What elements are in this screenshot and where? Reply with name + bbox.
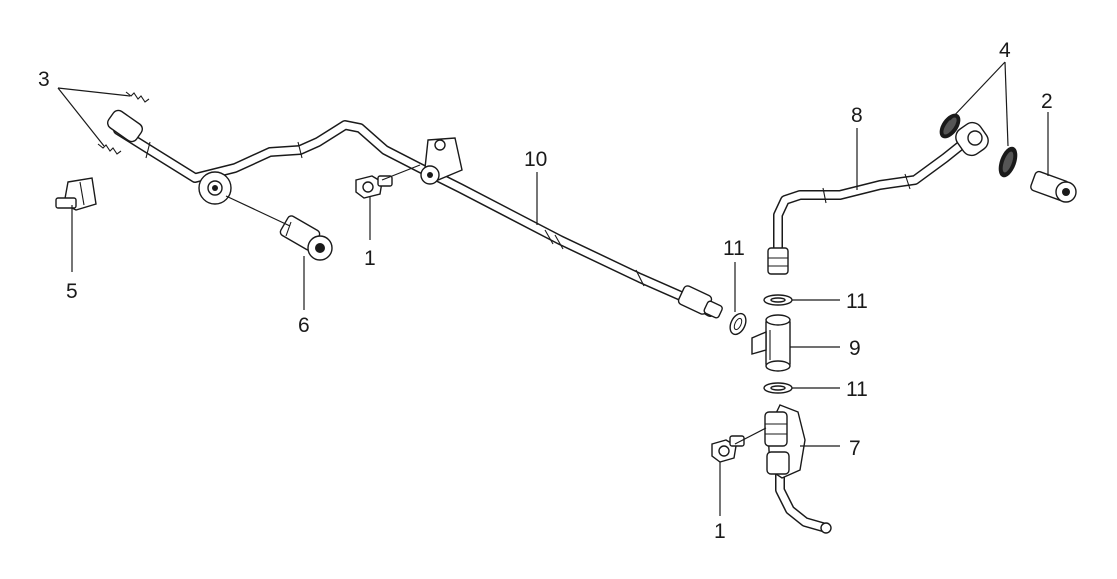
callout-4: 4 <box>999 39 1011 62</box>
callout-1-lower: 1 <box>714 520 726 543</box>
washer-11-left <box>729 312 747 336</box>
callout-9: 9 <box>849 337 861 360</box>
bolt-1-lower <box>711 435 745 463</box>
seal-4-left <box>939 113 961 139</box>
t-union-9 <box>751 314 791 372</box>
callout-10: 10 <box>524 148 547 171</box>
pipe-8 <box>773 133 975 253</box>
pipe-8-end-fittings <box>767 121 989 275</box>
pipe-10 <box>113 120 715 317</box>
bolt-5 <box>55 177 97 211</box>
clips-3 <box>97 91 150 155</box>
pipe-bracket <box>420 137 463 185</box>
seal-4-right <box>998 146 1018 178</box>
callout-1-upper: 1 <box>364 247 376 270</box>
callout-8: 8 <box>851 104 863 127</box>
callout-11-lower: 11 <box>846 378 868 401</box>
callout-6: 6 <box>298 314 310 337</box>
callout-5: 5 <box>66 280 78 303</box>
callout-11-left: 11 <box>723 237 745 260</box>
pipe-10-right-fitting <box>677 285 723 319</box>
pipe-7-body <box>764 404 832 534</box>
callout-7: 7 <box>849 437 861 460</box>
washer-11-lower <box>763 382 793 394</box>
hollow-bolt-2 <box>1030 170 1077 203</box>
callout-11-upper: 11 <box>846 290 868 313</box>
bolt-1-upper <box>355 175 393 199</box>
callout-3: 3 <box>38 68 50 91</box>
callout-2: 2 <box>1041 90 1053 113</box>
leader-lines <box>57 61 1049 516</box>
washer-11-upper <box>763 294 793 306</box>
banjo-bolt-6 <box>279 215 333 261</box>
banjo-eye-left <box>198 171 232 205</box>
callout-labels: 3 5 6 1 10 8 4 2 11 11 9 11 7 1 <box>38 39 1053 543</box>
pipe-7 <box>775 465 831 533</box>
pipe-10-left-end <box>106 109 144 143</box>
